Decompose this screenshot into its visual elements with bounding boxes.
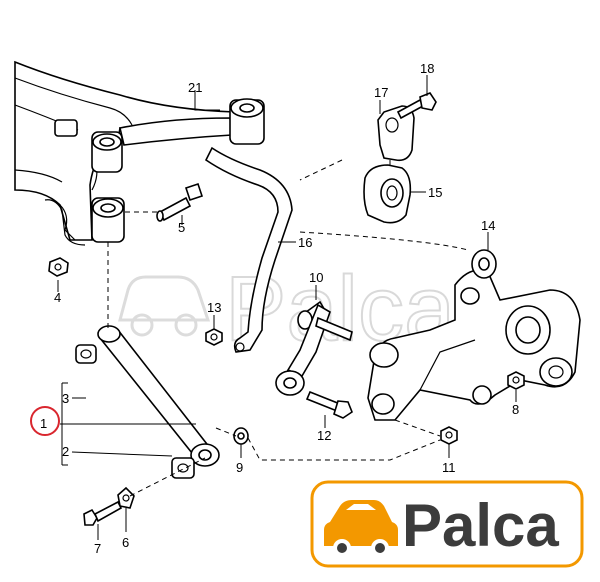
callout-21: 21 — [188, 80, 202, 95]
palca-logo: Palca — [310, 480, 584, 568]
callout-15: 15 — [428, 185, 442, 200]
part-7-bolt — [83, 500, 123, 526]
callout-1: 1 — [40, 416, 47, 431]
callout-16: 16 — [298, 235, 312, 250]
subframe-bushing-upper — [91, 131, 123, 173]
part-6-eccentric-washer — [117, 486, 135, 509]
part-17-clamp — [377, 105, 415, 162]
callout-8: 8 — [512, 402, 519, 417]
callout-9: 9 — [236, 460, 243, 475]
callout-17: 17 — [374, 85, 388, 100]
subframe-bushing-lower — [91, 197, 125, 243]
part-1-lower-control-arm — [97, 325, 220, 467]
part-10-stabilizer-link — [275, 300, 353, 396]
highlight-circle — [30, 406, 60, 436]
leader-lines — [57, 75, 517, 540]
callout-11: 11 — [442, 460, 456, 475]
part-3-bushing — [75, 344, 97, 364]
logo-text: Palca — [402, 492, 559, 559]
callout-12: 12 — [317, 428, 331, 443]
part-21-upper-link — [119, 98, 265, 146]
callout-6: 6 — [122, 535, 129, 550]
part-18-bolt — [396, 92, 437, 120]
callout-14: 14 — [481, 218, 495, 233]
callout-5: 5 — [178, 220, 185, 235]
part-16-stabilizer-bar — [204, 146, 293, 353]
part-11-nut — [440, 426, 458, 445]
part-5-bolt — [156, 182, 204, 222]
callout-2: 2 — [62, 444, 69, 459]
rear-subframe — [14, 60, 236, 246]
callout-18: 18 — [420, 61, 434, 76]
assembly-lines — [107, 159, 469, 497]
callout-3: 3 — [62, 391, 69, 406]
part-9-washer — [233, 427, 249, 445]
callout-7: 7 — [94, 541, 101, 556]
callout-13: 13 — [207, 300, 221, 315]
part-13-nut — [205, 328, 223, 346]
car-icon — [324, 500, 398, 557]
callout-10: 10 — [309, 270, 323, 285]
part-15-bushing — [363, 164, 412, 224]
part-8-nut — [507, 371, 525, 390]
part-14-knuckle — [367, 249, 581, 421]
callout-4: 4 — [54, 290, 61, 305]
part-2-bushing — [171, 457, 195, 479]
part-12-bolt — [305, 390, 353, 419]
callout-labels: 21 5 4 17 18 15 14 16 10 13 12 8 11 9 6 … — [40, 61, 519, 556]
part-4-nut — [48, 257, 69, 277]
